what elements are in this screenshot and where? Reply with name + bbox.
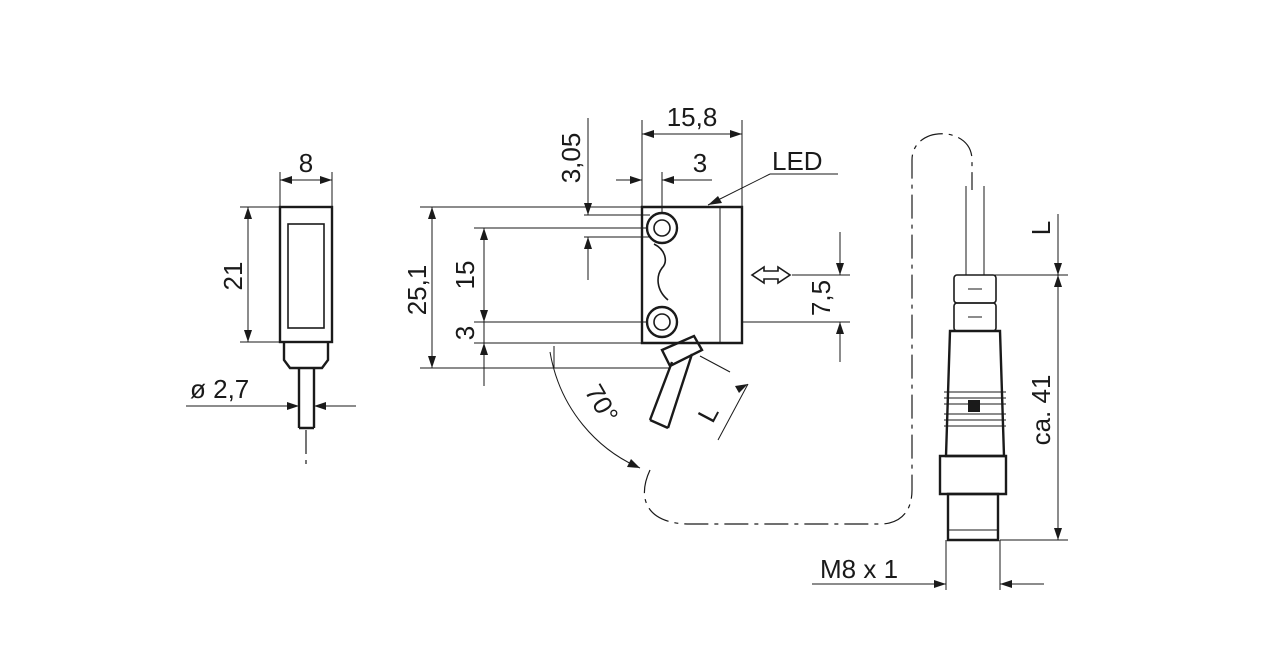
connector-marker xyxy=(968,400,980,412)
side-view: 8 21 ø 2,7 xyxy=(186,148,356,470)
front-view: LED 15,8 3 3,05 25,1 xyxy=(402,102,973,525)
dim-connector-length-label: L xyxy=(1026,221,1056,235)
front-housing xyxy=(640,205,744,345)
cable-path xyxy=(643,133,973,525)
side-housing xyxy=(278,205,334,344)
dim-arc-cable-angle xyxy=(549,351,641,469)
dim-line-cable-length xyxy=(717,383,749,441)
front-cable-gland xyxy=(660,334,704,368)
dim-cable-angle: 70° xyxy=(579,379,625,428)
mounting-hole-top xyxy=(645,211,679,245)
led-label: LED xyxy=(772,146,823,176)
side-cable-gland xyxy=(282,342,330,370)
side-cable xyxy=(297,368,316,430)
dim-side-height: 21 xyxy=(218,262,248,291)
dim-hole-offset-x: 3 xyxy=(693,148,707,178)
dim-cable-length: L xyxy=(691,400,724,427)
connector-thread xyxy=(946,492,1000,542)
direction-arrow-icon xyxy=(750,265,792,285)
dim-cable-diameter: ø 2,7 xyxy=(190,374,249,404)
front-groove xyxy=(653,243,669,301)
front-cable xyxy=(648,353,694,430)
dim-connector-total: ca. 41 xyxy=(1026,375,1056,446)
dim-hole-spacing: 15 xyxy=(450,261,480,290)
dim-total-height: 25,1 xyxy=(402,265,432,316)
mounting-hole-bottom xyxy=(645,305,679,339)
dim-bottom-offset: 3 xyxy=(450,326,480,340)
dim-thread: M8 x 1 xyxy=(820,554,898,584)
connector-view: L ca. 41 M8 x 1 xyxy=(812,186,1068,590)
connector-body xyxy=(944,329,1006,458)
dim-hole-offset-y: 3,05 xyxy=(556,133,586,184)
dim-top-width: 15,8 xyxy=(667,102,718,132)
side-window xyxy=(287,223,325,329)
dim-optical-axis: 7,5 xyxy=(806,280,836,316)
connector-nut xyxy=(938,454,1008,496)
dim-side-width: 8 xyxy=(299,148,313,178)
